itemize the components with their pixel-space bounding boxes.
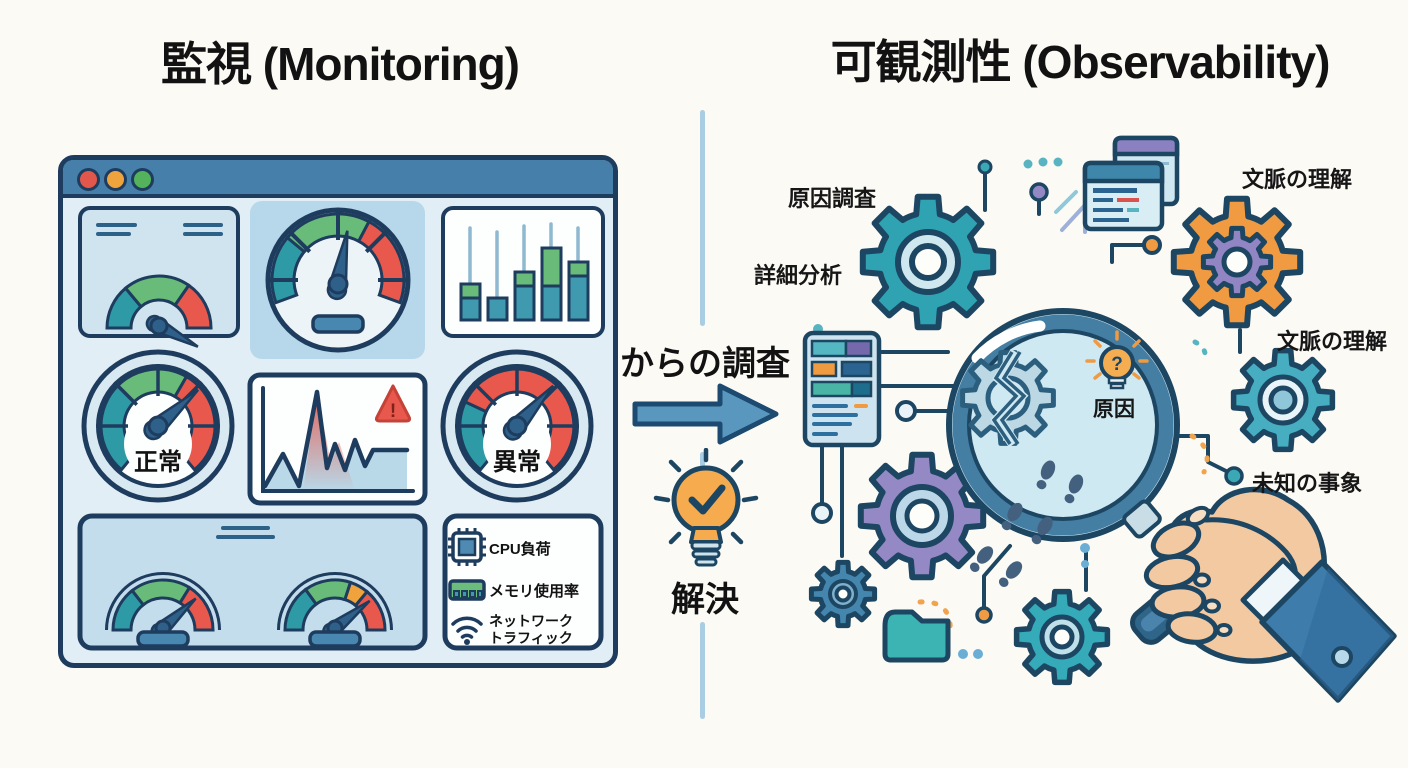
card-text-lines — [216, 526, 275, 539]
label-unknown-events: 未知の事象 — [1252, 471, 1363, 496]
solution-label: 解決 — [671, 581, 739, 619]
observability-title: 可観測性 (Observability) — [830, 36, 1331, 88]
panel-bars — [810, 339, 873, 398]
bulb-base — [690, 540, 722, 567]
lens-highlight — [971, 320, 1046, 364]
gauge-label-bg — [124, 410, 192, 478]
window-titlebar — [63, 160, 613, 198]
gauge-card-big — [265, 207, 411, 353]
chart-area — [265, 392, 407, 491]
observability-illustration: ? — [802, 135, 1397, 703]
semi-gauge-right — [277, 572, 393, 648]
label-cause: 原因 — [1093, 398, 1135, 421]
monitoring-title: 監視 (Monitoring) — [160, 38, 520, 90]
gauge-readout — [136, 630, 190, 648]
label-cause-investigation: 原因調査 — [788, 186, 877, 211]
semi-gauge-a — [105, 274, 213, 348]
cpu-icon — [448, 528, 486, 566]
window-maximize-dot — [131, 168, 154, 191]
gauge-card-small — [78, 206, 240, 348]
code-lines — [1093, 188, 1139, 222]
monitoring-dashboard-window: 正常 ! — [58, 155, 618, 668]
memory-icon — [448, 579, 486, 601]
gear-teal-bottom — [1013, 588, 1111, 686]
label-context-top: 文脈の理解 — [1242, 167, 1353, 192]
magnifier: ? — [946, 308, 1180, 587]
gauge-ticks — [270, 212, 406, 282]
gauge-abnormal: 異常 — [440, 349, 594, 503]
bars — [459, 246, 590, 322]
window-minimize-dot — [104, 168, 127, 191]
gripping-fingers — [1143, 520, 1219, 645]
gauge-readout — [308, 630, 362, 648]
gear-purple — [857, 451, 987, 581]
gear-teal-right — [1230, 347, 1336, 453]
legend-network-label-1: ネットワーク — [489, 613, 573, 629]
warning-triangle-icon — [374, 384, 412, 423]
cause-bulb-icon: ? — [1085, 330, 1149, 390]
divider-mid — [700, 452, 705, 469]
gauge-normal-label: 正常 — [134, 449, 182, 476]
label-detailed-analysis: 詳細分析 — [754, 263, 843, 288]
investigation-label: からの調査 — [620, 345, 790, 383]
check-icon — [688, 484, 726, 515]
chart-line — [262, 389, 410, 489]
gear-teal-large — [859, 193, 997, 331]
label-context-right: 文脈の理解 — [1277, 329, 1388, 354]
legend-memory-label: メモリ使用率 — [489, 582, 579, 600]
warning-mark: ! — [390, 401, 396, 422]
suit-cuff — [1240, 557, 1397, 703]
divider-bottom — [700, 622, 705, 719]
gauge-abnormal-label: 異常 — [493, 449, 541, 476]
bar-chart-card — [441, 206, 605, 338]
circuit-traces — [820, 172, 1242, 608]
gauge-label-bg — [483, 410, 551, 478]
fingernails — [1185, 505, 1233, 637]
gauge-normal: 正常 — [81, 349, 235, 503]
gear-blue-small — [808, 559, 878, 629]
footprints — [969, 460, 1084, 587]
dashboard-canvas: 正常 ! — [77, 201, 605, 651]
cuff-button — [1331, 646, 1353, 668]
question-mark: ? — [1111, 354, 1123, 375]
divider-top — [700, 110, 705, 326]
card-text-lines — [96, 223, 223, 236]
gear-orange — [1170, 195, 1304, 329]
broken-gear-icon — [960, 348, 1056, 448]
dual-gauge-card — [77, 513, 428, 651]
folder-icon — [882, 609, 951, 663]
legend-card: CPU負荷 メモリ使用率 ネットワーク トラフィック — [442, 513, 604, 651]
transition-arrow-icon — [632, 383, 779, 445]
circuit-nodes — [811, 157, 1244, 659]
line-chart-card: ! — [247, 372, 428, 506]
panel-text-lines — [812, 404, 868, 436]
code-window-front — [1082, 160, 1165, 232]
chart-axes — [261, 386, 415, 493]
bar-whiskers — [468, 222, 580, 300]
legend-network-label-2: トラフィック — [489, 630, 573, 646]
window-close-dot — [77, 168, 100, 191]
bulb-rays — [653, 448, 759, 545]
magnifier-collar — [1122, 499, 1162, 539]
network-icon — [451, 616, 483, 645]
solution-bulb-icon — [653, 448, 759, 567]
legend-cpu-label: CPU負荷 — [489, 540, 551, 558]
telemetry-panel — [802, 330, 882, 448]
bulb-rays — [1085, 330, 1149, 380]
semi-gauge-left — [105, 572, 221, 648]
gauge-readout — [311, 314, 365, 334]
